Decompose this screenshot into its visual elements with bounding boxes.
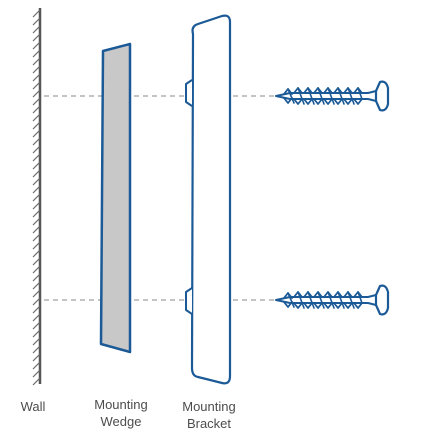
wall-hatch-line (32, 313, 41, 322)
wall-hatch-line (32, 209, 41, 218)
wall-hatch-line (32, 249, 41, 258)
wall-hatch-line (32, 33, 41, 42)
mounting-wedge-label-line-1: Mounting (94, 397, 148, 412)
wall-label-text: Wall (20, 399, 46, 414)
wall-hatch-line (32, 329, 41, 338)
wall-hatch-line (32, 49, 41, 58)
screw-top (274, 80, 390, 112)
wall-hatch-line (32, 233, 41, 242)
wall-hatching (32, 9, 41, 386)
wall-hatch-line (32, 321, 41, 330)
wall-hatch-line (32, 17, 41, 26)
wall-hatch-line (32, 337, 41, 346)
wall-hatch-line (32, 25, 41, 34)
mounting-wedge (99, 42, 132, 354)
wall-hatch-line (32, 345, 41, 354)
mounting-bracket-label: Mounting Bracket (172, 398, 246, 432)
alignment-guides (44, 95, 276, 301)
wall-label: Wall (16, 398, 50, 415)
wall-hatch-line (32, 41, 41, 50)
wall-hatch-line (32, 177, 41, 186)
wall-hatch-line (32, 81, 41, 90)
wall-hatch-line (32, 305, 41, 314)
wall-hatch-line (32, 281, 41, 290)
wall-hatch-line (32, 129, 41, 138)
wall-hatch-line (32, 377, 41, 386)
wall-hatch-line (32, 361, 41, 370)
bracket-body (190, 14, 232, 385)
wall-hatch-line (32, 105, 41, 114)
wall-hatch-line (32, 353, 41, 362)
bracket-tab-top (185, 79, 193, 107)
wall-hatch-line (32, 185, 41, 194)
screw-bottom (274, 284, 390, 316)
wall-hatch-line (32, 297, 41, 306)
wall-hatch-line (32, 153, 41, 162)
wall-hatch-line (32, 225, 41, 234)
wall-hatch-line (32, 169, 41, 178)
mounting-wedge-label: Mounting Wedge (84, 396, 158, 430)
wall-hatch-line (32, 217, 41, 226)
wall-hatch-line (32, 9, 41, 18)
wall-hatch-line (32, 137, 41, 146)
wall-hatch-line (32, 193, 41, 202)
wall-hatch-line (32, 89, 41, 98)
wall-hatch-line (32, 65, 41, 74)
wall-hatch-line (32, 113, 41, 122)
wall (32, 8, 42, 386)
wall-hatch-line (32, 369, 41, 378)
wall-hatch-line (32, 73, 41, 82)
mounting-bracket (185, 14, 232, 385)
wall-hatch-line (32, 273, 41, 282)
wall-hatch-line (32, 257, 41, 266)
mounting-wedge-label-line-2: Wedge (100, 414, 142, 429)
wall-hatch-line (32, 201, 41, 210)
wall-hatch-line (32, 57, 41, 66)
wall-hatch-line (32, 265, 41, 274)
wall-hatch-line (32, 121, 41, 130)
wall-hatch-line (32, 289, 41, 298)
wall-hatch-line (32, 241, 41, 250)
mounting-bracket-label-line-1: Mounting (182, 399, 236, 414)
wall-hatch-line (32, 97, 41, 106)
mounting-bracket-label-line-2: Bracket (186, 416, 232, 431)
wall-hatch-line (32, 145, 41, 154)
wall-hatch-line (32, 161, 41, 170)
bracket-tab-bottom (185, 287, 193, 315)
